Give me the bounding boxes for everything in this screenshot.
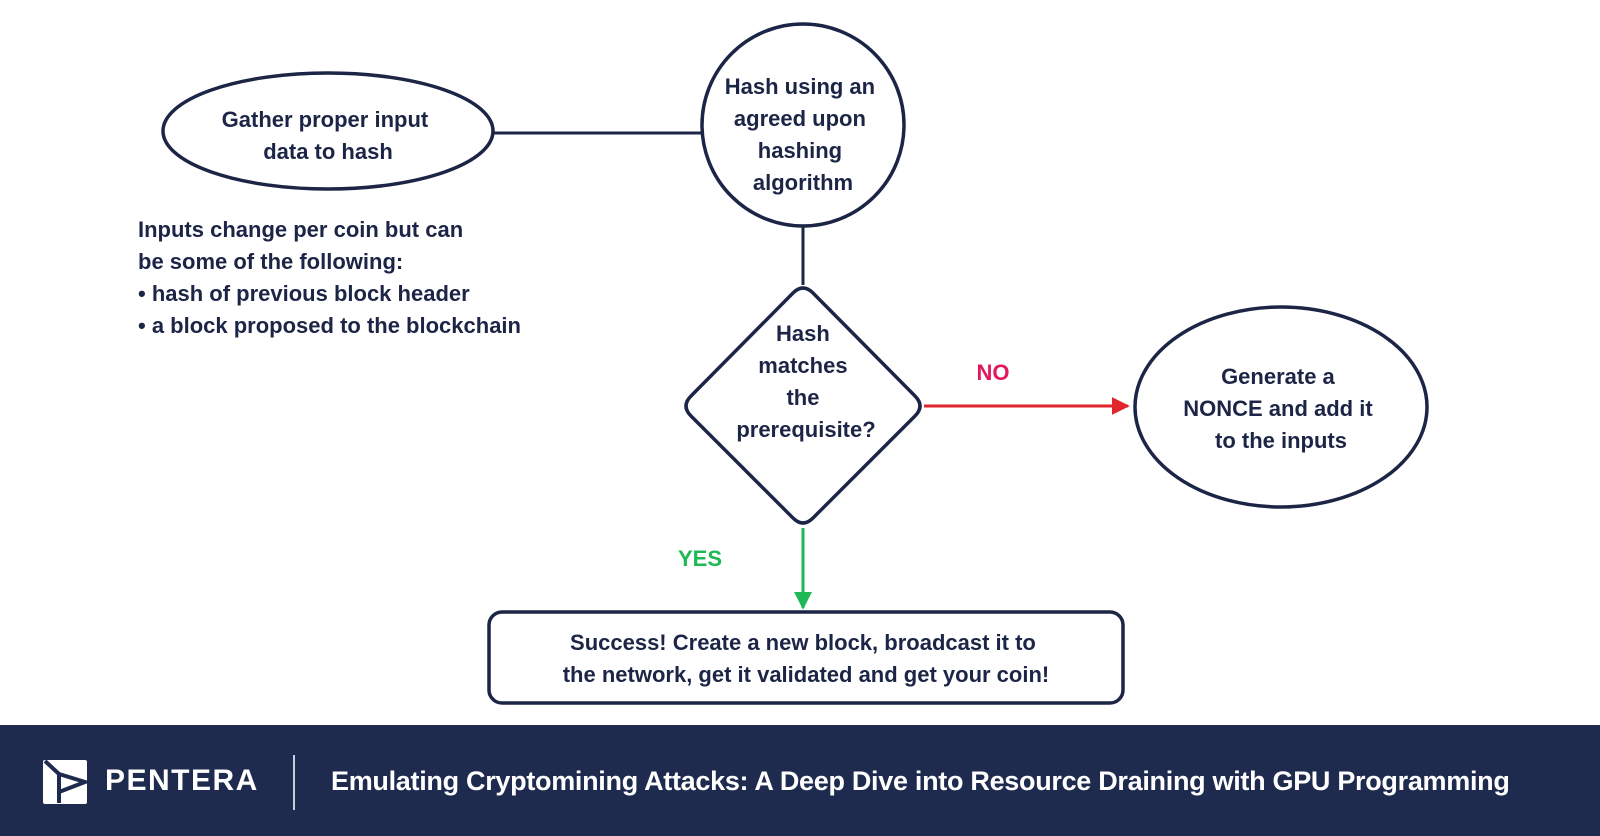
edge-label-yes: YES [678, 546, 722, 571]
article-title: Emulating Cryptomining Attacks: A Deep D… [331, 766, 1510, 796]
node-gather-shape [161, 71, 495, 191]
note-line: Inputs change per coin but can [138, 217, 464, 242]
node-hash-shape [700, 22, 906, 228]
node-gather-text: Gather proper input data to hash [222, 107, 435, 164]
note-line: be some of the following: [138, 249, 404, 274]
node-success-shape [487, 610, 1125, 705]
inputs-note: Inputs change per coin but can be some o… [138, 214, 521, 342]
brand-name: PENTERA [105, 764, 259, 797]
footer-divider [293, 755, 295, 810]
node-success-text: Success! Create a new block, broadcast i… [563, 630, 1050, 687]
flowchart: Gather proper input data to hash Hash us… [161, 22, 1429, 705]
node-decision-text: Hash matches the prerequisite? [736, 321, 875, 442]
node-decision-shape [684, 286, 922, 525]
edge-label-no: NO [977, 360, 1010, 385]
node-hash-text: Hash using an agreed upon hashing algori… [725, 74, 881, 195]
note-line: • hash of previous block header [138, 281, 470, 306]
node-nonce-shape [1133, 305, 1429, 509]
node-nonce-text: Generate a NONCE and add it to the input… [1183, 364, 1379, 453]
note-line: • a block proposed to the blockchain [138, 313, 521, 338]
footer-banner [0, 725, 1600, 836]
pentera-logo-icon [43, 760, 87, 804]
